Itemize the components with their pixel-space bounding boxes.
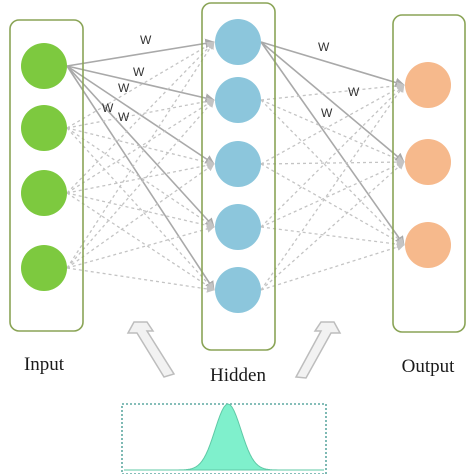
- input-node-1: [21, 43, 67, 89]
- input-layer-box: [9, 19, 84, 332]
- connection-input-3-hidden-3: [66, 161, 215, 194]
- input-node-3: [21, 170, 67, 216]
- connections-group: [66, 38, 405, 293]
- connection-hidden-3-output-2: [260, 158, 405, 166]
- connection-input-3-hidden-2: [66, 99, 215, 194]
- hidden-node-2: [215, 77, 261, 123]
- connection-input-2-hidden-2: [66, 97, 215, 129]
- hidden-layer-box: [201, 2, 276, 351]
- left-feed-arrow: [126, 321, 176, 378]
- input-layer-label: Input: [24, 354, 65, 375]
- connection-hidden-1-output-2: [260, 41, 405, 163]
- weight-label-6: W: [318, 40, 330, 54]
- connection-hidden-4-output-1: [260, 84, 405, 228]
- activation-curve: [124, 403, 324, 471]
- connection-input-1-hidden-5: [66, 65, 215, 291]
- connection-input-1-hidden-2: [66, 65, 215, 103]
- weight-label-8: W: [321, 106, 333, 120]
- output-node-1: [405, 62, 451, 108]
- connection-hidden-4-output-2: [260, 161, 405, 228]
- connection-input-4-hidden-3: [66, 163, 215, 269]
- connection-input-2-hidden-1: [66, 41, 215, 129]
- connection-hidden-3-output-3: [260, 163, 405, 246]
- connection-input-3-hidden-4: [66, 192, 215, 230]
- connection-input-1-hidden-1: [66, 38, 215, 67]
- connection-hidden-4-output-3: [260, 226, 405, 248]
- connection-input-4-hidden-1: [66, 41, 215, 269]
- nodes-group: [21, 19, 451, 313]
- output-node-3: [405, 222, 451, 268]
- weight-label-5: W: [118, 110, 130, 124]
- weight-label-7: W: [348, 85, 360, 99]
- input-node-2: [21, 105, 67, 151]
- output-node-2: [405, 139, 451, 185]
- connection-hidden-1-output-3: [260, 41, 405, 246]
- hidden-layer-label: Hidden: [210, 365, 266, 386]
- connection-hidden-5-output-1: [260, 84, 405, 291]
- connection-input-2-hidden-5: [66, 127, 215, 291]
- connection-hidden-5-output-3: [260, 243, 405, 291]
- connection-hidden-2-output-3: [260, 99, 405, 246]
- hidden-node-3: [215, 141, 261, 187]
- hidden-node-1: [215, 19, 261, 65]
- connection-hidden-2-output-1: [260, 81, 405, 101]
- connection-hidden-1-output-1: [260, 41, 405, 88]
- input-node-4: [21, 245, 67, 291]
- output-layer-box: [392, 14, 466, 333]
- right-feed-arrow: [294, 321, 342, 379]
- connection-input-1-hidden-3: [66, 65, 215, 165]
- connection-hidden-2-output-2: [260, 99, 405, 163]
- weight-label-1: W: [140, 33, 152, 47]
- weight-label-2: W: [133, 65, 145, 79]
- connection-input-3-hidden-5: [66, 192, 215, 291]
- connection-input-3-hidden-1: [66, 41, 215, 194]
- connection-input-4-hidden-5: [66, 267, 215, 293]
- hidden-node-5: [215, 267, 261, 313]
- weight-label-3: W: [118, 81, 130, 95]
- hidden-node-4: [215, 204, 261, 250]
- connection-input-2-hidden-3: [66, 127, 215, 167]
- output-layer-label: Output: [402, 356, 456, 377]
- connection-hidden-5-output-2: [260, 161, 405, 291]
- weight-label-4: W: [102, 101, 114, 115]
- connection-input-4-hidden-4: [66, 225, 215, 269]
- connection-input-4-hidden-2: [66, 99, 215, 269]
